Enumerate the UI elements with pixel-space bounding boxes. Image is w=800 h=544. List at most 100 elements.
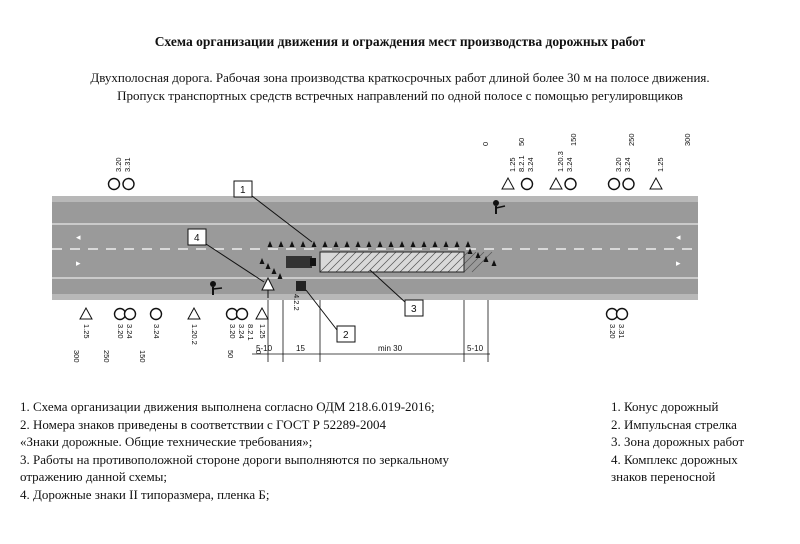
warning-sign-icon: [549, 176, 563, 190]
work-vehicle: [286, 256, 312, 268]
cone: [475, 252, 481, 258]
hatch-line: [463, 251, 485, 273]
hatch-line: [471, 251, 493, 273]
portable-sign-complex: [261, 276, 275, 298]
warning-sign-icon: [501, 176, 515, 190]
dim-label-4: 5-10: [467, 344, 484, 353]
callout-4: 4: [187, 228, 265, 283]
prohibitory-sign-icon: [615, 307, 629, 321]
callout-3: 3: [369, 269, 424, 317]
legend: 1. Конус дорожный 2. Импульсная стрелка …: [611, 398, 796, 486]
subtitle-line-1: Двухполосная дорога. Рабочая зона произв…: [90, 70, 710, 85]
legend-item-1: 1. Конус дорожный: [611, 399, 719, 414]
sign-number: 1.20.2: [190, 324, 199, 345]
hatch-line: [351, 251, 373, 273]
bottom-sign-group: 1.25: [79, 306, 93, 339]
dim-label-1: 5-10: [256, 344, 273, 353]
dim-label-2: 15: [296, 344, 305, 353]
note-1: 1. Схема организации движения выполнена …: [20, 399, 435, 414]
note-3-cont: отражению данной схемы;: [20, 469, 168, 484]
svg-text:3: 3: [411, 304, 417, 315]
hatch-line: [367, 251, 389, 273]
legend-item-4: 4. Комплекс дорожных: [611, 451, 738, 467]
hatch-line: [423, 251, 445, 273]
prohibitory-sign-icon: [123, 307, 137, 321]
cone: [289, 241, 295, 247]
hatch-line: [327, 251, 349, 273]
cone: [366, 241, 372, 247]
warning-sign-icon: [79, 306, 93, 320]
sign-number: 3.20: [228, 324, 237, 339]
sign-number: 1.25: [508, 157, 517, 172]
road-shoulder-bottom: [52, 294, 698, 300]
legend-item-3: 3. Зона дорожных работ: [611, 434, 745, 449]
sign-number: 3.24: [237, 324, 246, 339]
legend-item-2: 2. Импульсная стрелка: [611, 416, 737, 432]
traffic-controller-top: [493, 200, 506, 214]
cone: [483, 256, 489, 262]
sign-number: 3.20: [608, 324, 617, 339]
cone: [278, 241, 284, 247]
prohibitory-sign-icon: [149, 307, 163, 321]
direction-arrow-left-bottom: ▸: [76, 259, 81, 269]
road-shoulder-top: [52, 196, 698, 202]
hatch-line: [439, 251, 461, 273]
cone: [388, 241, 394, 247]
cone: [277, 273, 283, 279]
top-distance-label: 0: [481, 142, 490, 146]
cone: [377, 241, 383, 247]
cone: [399, 241, 405, 247]
cone: [465, 241, 471, 247]
prohibitory-sign-icon: [107, 177, 121, 191]
cone: [322, 241, 328, 247]
cone: [355, 241, 361, 247]
direction-arrow-right-top: ◂: [676, 233, 681, 243]
hatch-line: [399, 251, 421, 273]
sign-number: 3.24: [623, 157, 632, 172]
dimension-lines: 5-10 15 min 30 5-10: [252, 300, 490, 362]
sign-number: 1.25: [82, 324, 91, 339]
prohibitory-sign-icon: [564, 177, 577, 191]
top-sign-group: 1.25: [649, 157, 665, 190]
hatch-line: [335, 251, 357, 273]
sign-number: 3.31: [617, 324, 626, 339]
sign-number: 3.24: [125, 324, 134, 339]
direction-arrow-left-top: ◂: [76, 233, 81, 243]
cone: [259, 258, 265, 264]
sign-number: 3.24: [152, 324, 161, 339]
warning-sign-icon: [649, 176, 663, 190]
cone: [344, 241, 350, 247]
sign-number: 8.2.1: [246, 324, 255, 341]
cone: [271, 268, 277, 274]
dim-label-3: min 30: [378, 344, 403, 353]
cone: [432, 241, 438, 247]
sign-number: 3.24: [565, 157, 574, 172]
svg-text:4: 4: [194, 233, 200, 244]
hatch-line: [391, 251, 413, 273]
impulse-arrow-sign: [296, 281, 306, 291]
svg-text:1: 1: [240, 185, 246, 196]
traffic-controller-bottom: [210, 281, 223, 295]
prohibitory-sign-icon: [122, 177, 135, 191]
subtitle-line-2: Пропуск транспортных средств встречных н…: [117, 88, 683, 103]
sign-number: 1.25: [258, 324, 267, 339]
sign-number: 3.20: [114, 157, 123, 172]
prohibitory-sign-icon: [607, 177, 621, 191]
cone: [333, 241, 339, 247]
bottom-distance-label: 0: [254, 350, 263, 354]
cone: [491, 260, 497, 266]
cone: [410, 241, 416, 247]
work-zone-hatching: [319, 251, 493, 273]
sign-number: 3.20: [614, 157, 623, 172]
bottom-sign-group: 3.24: [149, 307, 163, 339]
warning-sign-icon: [255, 306, 269, 320]
sign-number: 3.20: [116, 324, 125, 339]
note-4: 4. Дорожные знаки II типоразмера, пленка…: [20, 486, 270, 502]
small-sign-label: 4.2.2: [292, 294, 301, 311]
